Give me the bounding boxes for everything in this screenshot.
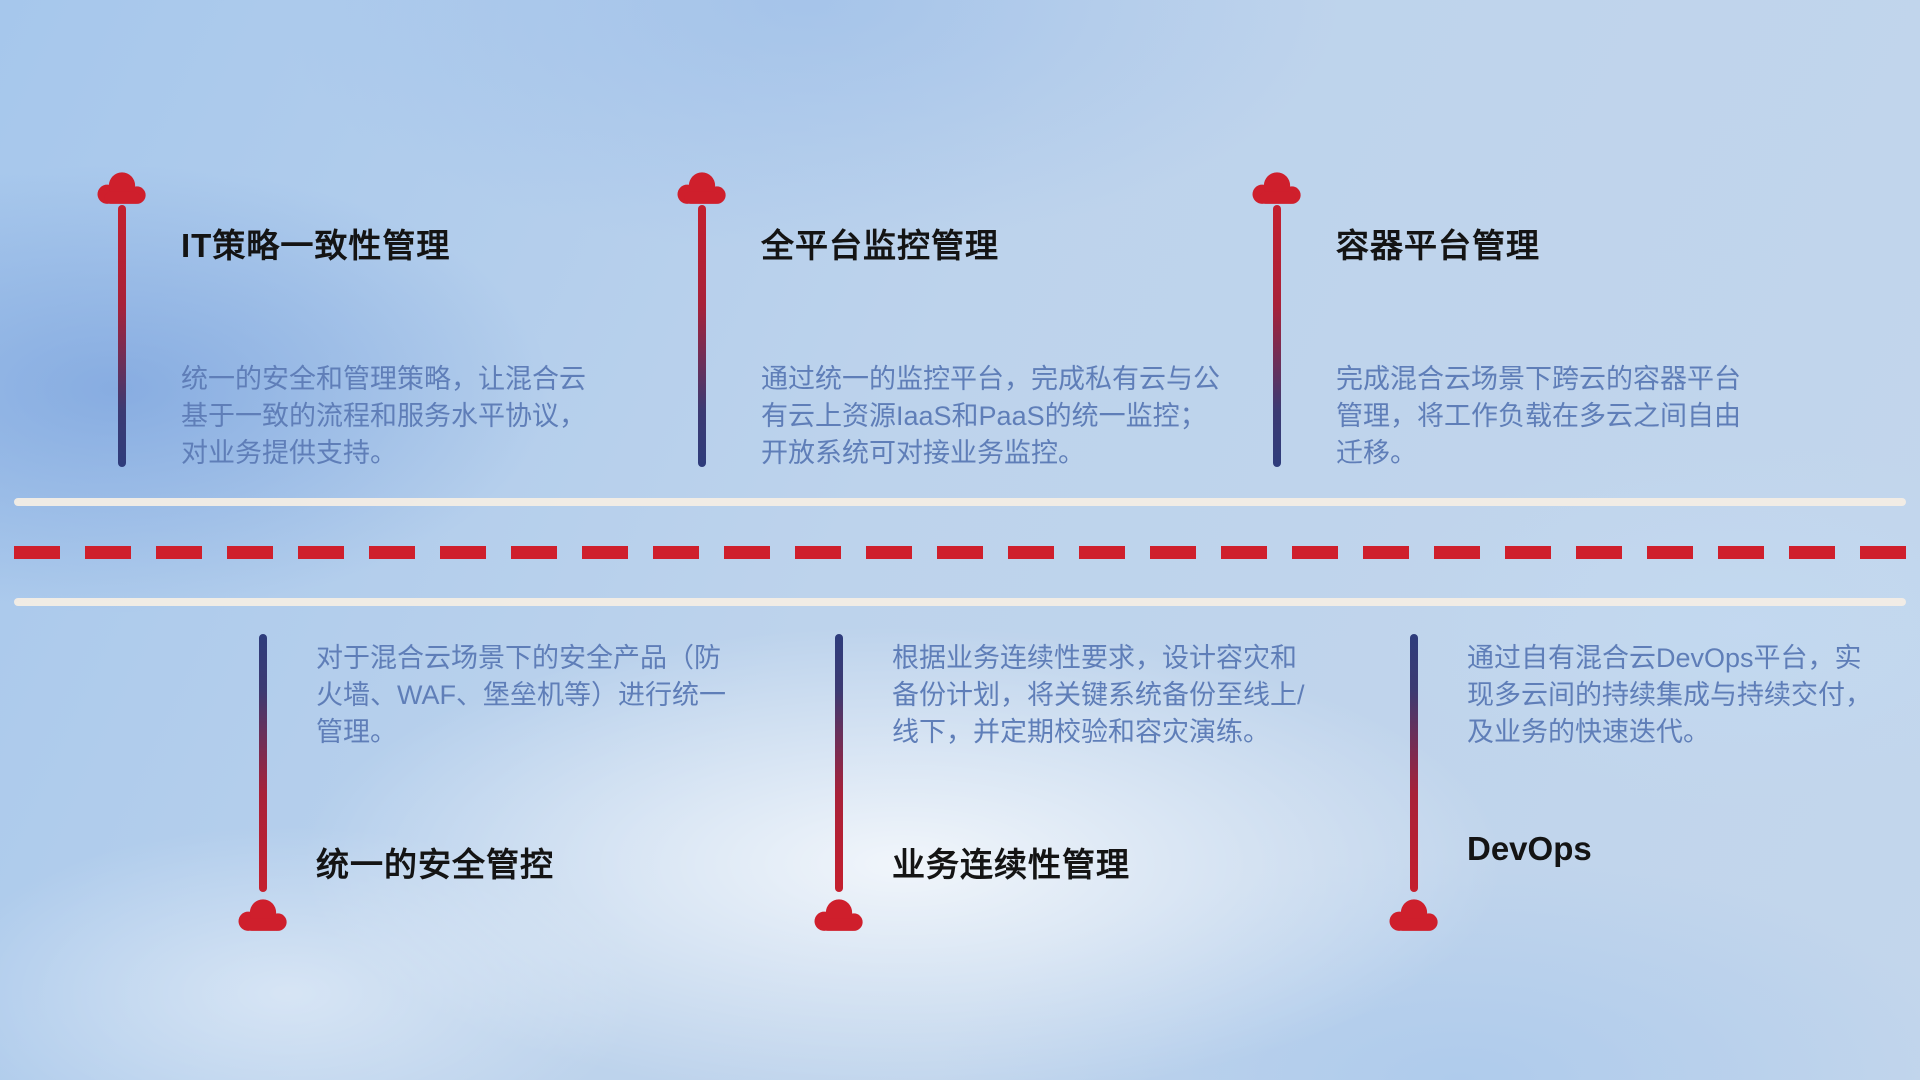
cloud-icon (1249, 169, 1305, 209)
timeline-pin-line (698, 205, 706, 467)
road-edge-line-bottom (14, 598, 1906, 606)
cloud-icon (235, 896, 291, 936)
cloud-icon (674, 169, 730, 209)
topic-desc: 通过统一的监控平台，完成私有云与公有云上资源IaaS和PaaS的统一监控；开放系… (761, 364, 1220, 468)
cloud-icon (1386, 896, 1442, 936)
timeline-pin-line (259, 634, 267, 892)
topic-title: 业务连续性管理 (892, 846, 1130, 883)
timeline-pin-line (1273, 205, 1281, 467)
cloud-icon (94, 169, 150, 209)
road-edge-line-top (14, 498, 1906, 506)
road-center-dashed-line (14, 546, 1906, 559)
topic-title: 容器平台管理 (1336, 227, 1540, 264)
timeline-pin-line (118, 205, 126, 467)
topic-title: 统一的安全管控 (316, 846, 554, 883)
topic-desc: 根据业务连续性要求，设计容灾和备份计划，将关键系统备份至线上/线下，并定期校验和… (892, 643, 1305, 747)
timeline-pin-line (835, 634, 843, 892)
topic-title: DevOps (1467, 830, 1592, 867)
timeline-pin-line (1410, 634, 1418, 892)
topic-desc: 完成混合云场景下跨云的容器平台管理，将工作负载在多云之间自由迁移。 (1336, 364, 1741, 468)
cloud-icon (811, 896, 867, 936)
topic-desc: 统一的安全和管理策略，让混合云基于一致的流程和服务水平协议，对业务提供支持。 (181, 364, 586, 468)
topic-title: 全平台监控管理 (761, 227, 999, 264)
topic-desc: 通过自有混合云DevOps平台，实现多云间的持续集成与持续交付，及业务的快速迭代… (1467, 643, 1872, 747)
topic-desc: 对于混合云场景下的安全产品（防火墙、WAF、堡垒机等）进行统一管理。 (316, 643, 726, 747)
topic-title: IT策略一致性管理 (181, 227, 451, 264)
